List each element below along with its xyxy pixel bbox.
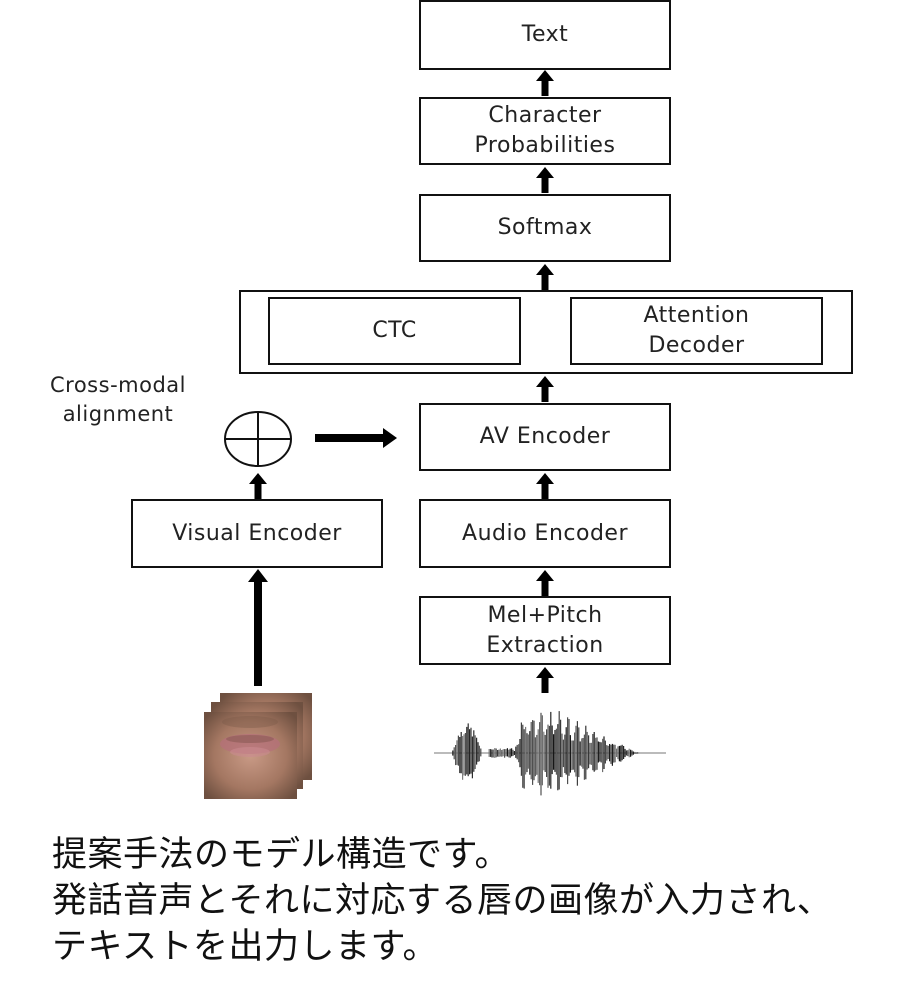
audio-encoder-label: Audio Encoder (462, 520, 628, 546)
av-encoder-label: AV Encoder (479, 424, 611, 449)
av-encoder-box: AV Encoder (419, 403, 671, 471)
text-output-box: Text (419, 0, 671, 70)
visual-encoder-box: Visual Encoder (131, 499, 383, 568)
cross-modal-sum-icon (224, 411, 292, 467)
caption-line-3: テキストを出力します。 (52, 927, 438, 967)
arrow-charprob-to-text (536, 70, 554, 96)
visual-encoder-label: Visual Encoder (172, 520, 342, 546)
arrow-av-to-decoder (536, 376, 554, 402)
mel-pitch-extraction-label: Mel+Pitch Extraction (486, 602, 604, 658)
character-probabilities-label: Character Probabilities (474, 103, 616, 158)
ctc-box: CTC (268, 297, 521, 365)
caption-line-2: 発話音声とそれに対応する唇の画像が入力され、 (52, 881, 833, 921)
arrow-wave-to-mel (536, 667, 554, 693)
ctc-label: CTC (372, 318, 417, 343)
caption: 提案手法のモデル構造です。 発話音声とそれに対応する唇の画像が入力され、 テキス… (52, 832, 832, 970)
arrow-mel-to-audio (536, 570, 554, 596)
arrow-lips-to-visual (248, 569, 268, 686)
mel-pitch-extraction-box: Mel+Pitch Extraction (419, 596, 671, 665)
arrow-audio-to-av (536, 473, 554, 499)
speech-waveform (434, 711, 666, 796)
caption-line-1: 提案手法のモデル構造です。 (52, 835, 511, 875)
softmax-label: Softmax (497, 215, 593, 240)
character-probabilities-box: Character Probabilities (419, 97, 671, 165)
text-output-label: Text (521, 22, 569, 47)
cross-modal-alignment-label: Cross-modal alignment (50, 373, 186, 426)
lip-image-stack (204, 693, 312, 799)
softmax-box: Softmax (419, 194, 671, 262)
attention-decoder-box: Attention Decoder (570, 297, 823, 365)
arrow-decoder-to-softmax (536, 264, 554, 290)
audio-encoder-box: Audio Encoder (419, 499, 671, 568)
arrow-softmax-to-charprob (536, 167, 554, 193)
attention-decoder-label: Attention Decoder (643, 303, 750, 358)
arrow-sum-to-av (315, 428, 397, 448)
arrow-visual-to-sum (249, 473, 267, 499)
